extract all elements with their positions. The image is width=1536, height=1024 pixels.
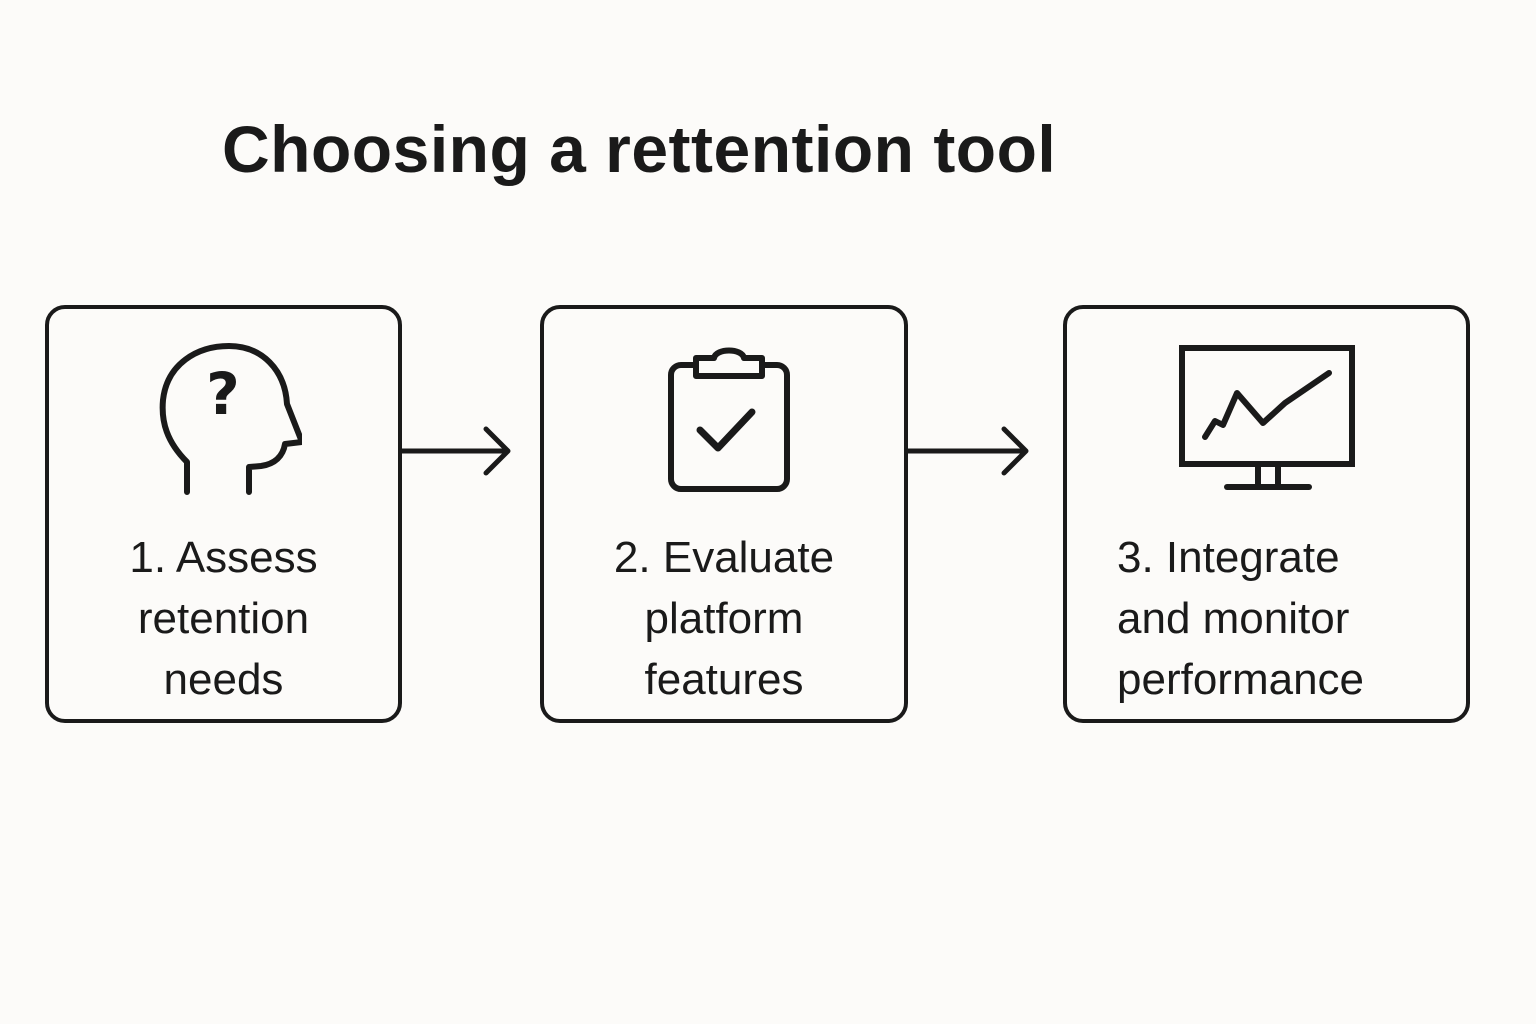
diagram-title: Choosing a rettention tool bbox=[222, 112, 1057, 186]
step-1-box: ? 1. Assess retention needs bbox=[45, 305, 402, 723]
monitor-chart-icon bbox=[1179, 345, 1355, 490]
head-question-icon: ? bbox=[159, 343, 302, 495]
step-2-line-3: features bbox=[644, 655, 804, 704]
arrow-right-icon bbox=[908, 426, 1029, 476]
step-3-line-1: 3. Integrate bbox=[1117, 533, 1340, 582]
clipboard-check-icon bbox=[668, 347, 790, 492]
step-2-line-1: 2. Evaluate bbox=[613, 533, 835, 582]
step-1-line-1: 1. Assess bbox=[129, 533, 318, 582]
svg-text:?: ? bbox=[206, 360, 240, 428]
step-3-box: 3. Integrate and monitor performance bbox=[1063, 305, 1470, 723]
step-3-label: 3. Integrate and monitor performance bbox=[1117, 527, 1466, 710]
step-1-line-2: retention bbox=[137, 594, 310, 643]
step-1-label: 1. Assess retention needs bbox=[49, 527, 398, 710]
step-2-box: 2. Evaluate platform features bbox=[540, 305, 908, 723]
arrow-right-icon bbox=[402, 426, 511, 476]
step-2-line-2: platform bbox=[644, 594, 804, 643]
step-1-line-3: needs bbox=[163, 655, 284, 704]
step-3-line-2: and monitor bbox=[1117, 594, 1350, 643]
step-3-line-3: performance bbox=[1117, 655, 1365, 704]
step-2-label: 2. Evaluate platform features bbox=[544, 527, 904, 710]
